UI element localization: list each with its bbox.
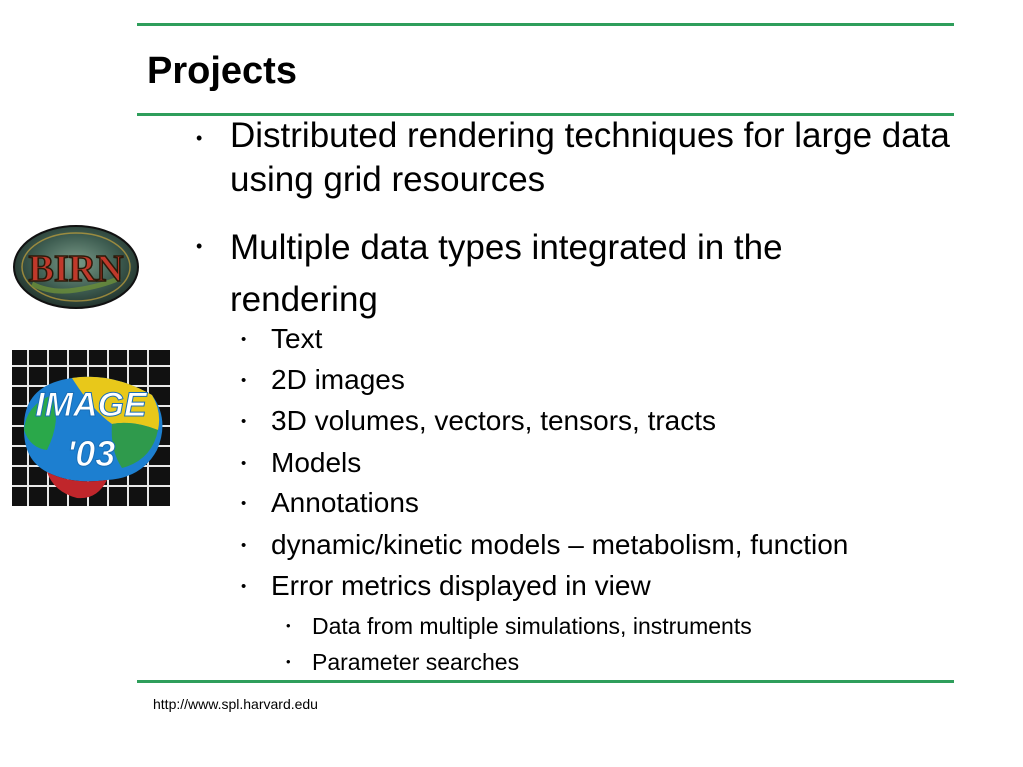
slide-title: Projects xyxy=(147,50,297,92)
bullet-item: • Distributed rendering techniques for l… xyxy=(196,114,1000,202)
bottom-rule xyxy=(137,680,954,683)
sub-bullet-text: 3D volumes, vectors, tensors, tracts xyxy=(271,405,717,436)
bullet-glyph: • xyxy=(241,331,247,348)
sub-bullet-item: • 3D volumes, vectors, tensors, tracts xyxy=(241,404,717,438)
bullet-glyph: • xyxy=(241,455,247,472)
bullet-glyph: • xyxy=(286,618,291,633)
sub-bullet-text: Error metrics displayed in view xyxy=(271,570,651,601)
bullet-glyph: • xyxy=(286,654,291,669)
bullet-item: • Multiple data types integrated in the … xyxy=(196,222,930,326)
sub-bullet-text: Text xyxy=(271,323,323,354)
bullet-glyph: • xyxy=(196,128,203,148)
bullet-glyph: • xyxy=(196,236,203,256)
sub-sub-bullet-text: Data from multiple simulations, instrume… xyxy=(312,613,752,639)
sub-sub-bullet-text: Parameter searches xyxy=(312,649,520,675)
sub-bullet-item: • Text xyxy=(241,322,323,356)
sub-bullet-text: 2D images xyxy=(271,364,405,395)
image03-line1: IMAGE xyxy=(35,386,148,424)
top-rule xyxy=(137,23,954,26)
bullet-glyph: • xyxy=(241,578,247,595)
sub-sub-bullet-item: • Parameter searches xyxy=(286,648,520,676)
sub-bullet-text: Annotations xyxy=(271,487,419,518)
sub-bullet-item: • 2D images xyxy=(241,363,405,397)
bullet-text: Multiple data types integrated in the re… xyxy=(230,228,783,319)
sub-bullet-item: • Annotations xyxy=(241,486,419,520)
birn-logo: BIRN xyxy=(12,224,140,310)
bullet-glyph: • xyxy=(241,495,247,512)
bullet-glyph: • xyxy=(241,413,247,430)
bullet-glyph: • xyxy=(241,537,247,554)
bullet-text: Distributed rendering techniques for lar… xyxy=(230,116,950,199)
sub-bullet-item: • Error metrics displayed in view xyxy=(241,569,651,603)
sub-sub-bullet-item: • Data from multiple simulations, instru… xyxy=(286,612,752,640)
sub-bullet-item: • dynamic/kinetic models – metabolism, f… xyxy=(241,528,849,562)
image03-line2: '03 xyxy=(67,433,116,474)
bullet-glyph: • xyxy=(241,372,247,389)
sub-bullet-item: • Models xyxy=(241,446,362,480)
sub-bullet-text: Models xyxy=(271,447,362,478)
footer-url: http://www.spl.harvard.edu xyxy=(153,696,318,712)
title-rule xyxy=(137,113,954,116)
image03-brain-logo: IMAGE '03 xyxy=(12,350,170,506)
sub-bullet-text: dynamic/kinetic models – metabolism, fun… xyxy=(271,529,849,560)
birn-logo-text: BIRN xyxy=(28,248,123,290)
